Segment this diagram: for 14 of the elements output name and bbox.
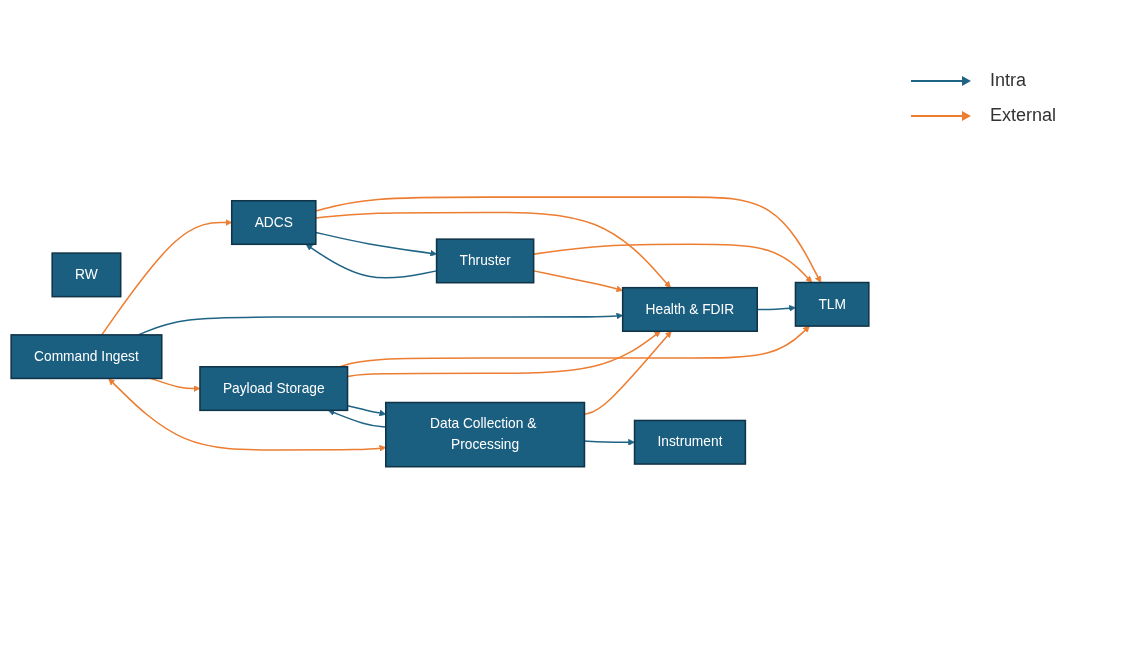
arrow xyxy=(315,211,671,288)
node-box: Thruster xyxy=(435,237,535,284)
node-box: Data Collection & Processing xyxy=(385,401,586,468)
node-box: ADCS xyxy=(230,199,317,245)
arrow xyxy=(315,231,437,257)
node-box: Payload Storage xyxy=(199,365,349,411)
node-box: RW xyxy=(51,251,122,297)
node-box: Command Ingest xyxy=(10,333,163,379)
arrow xyxy=(315,195,822,283)
node-box: Instrument xyxy=(633,419,747,465)
legend-label: External xyxy=(990,105,1057,126)
node-box: TLM xyxy=(794,281,870,327)
legend-label: Intra xyxy=(990,70,1027,91)
node-box: Health & FDIR xyxy=(621,286,758,332)
